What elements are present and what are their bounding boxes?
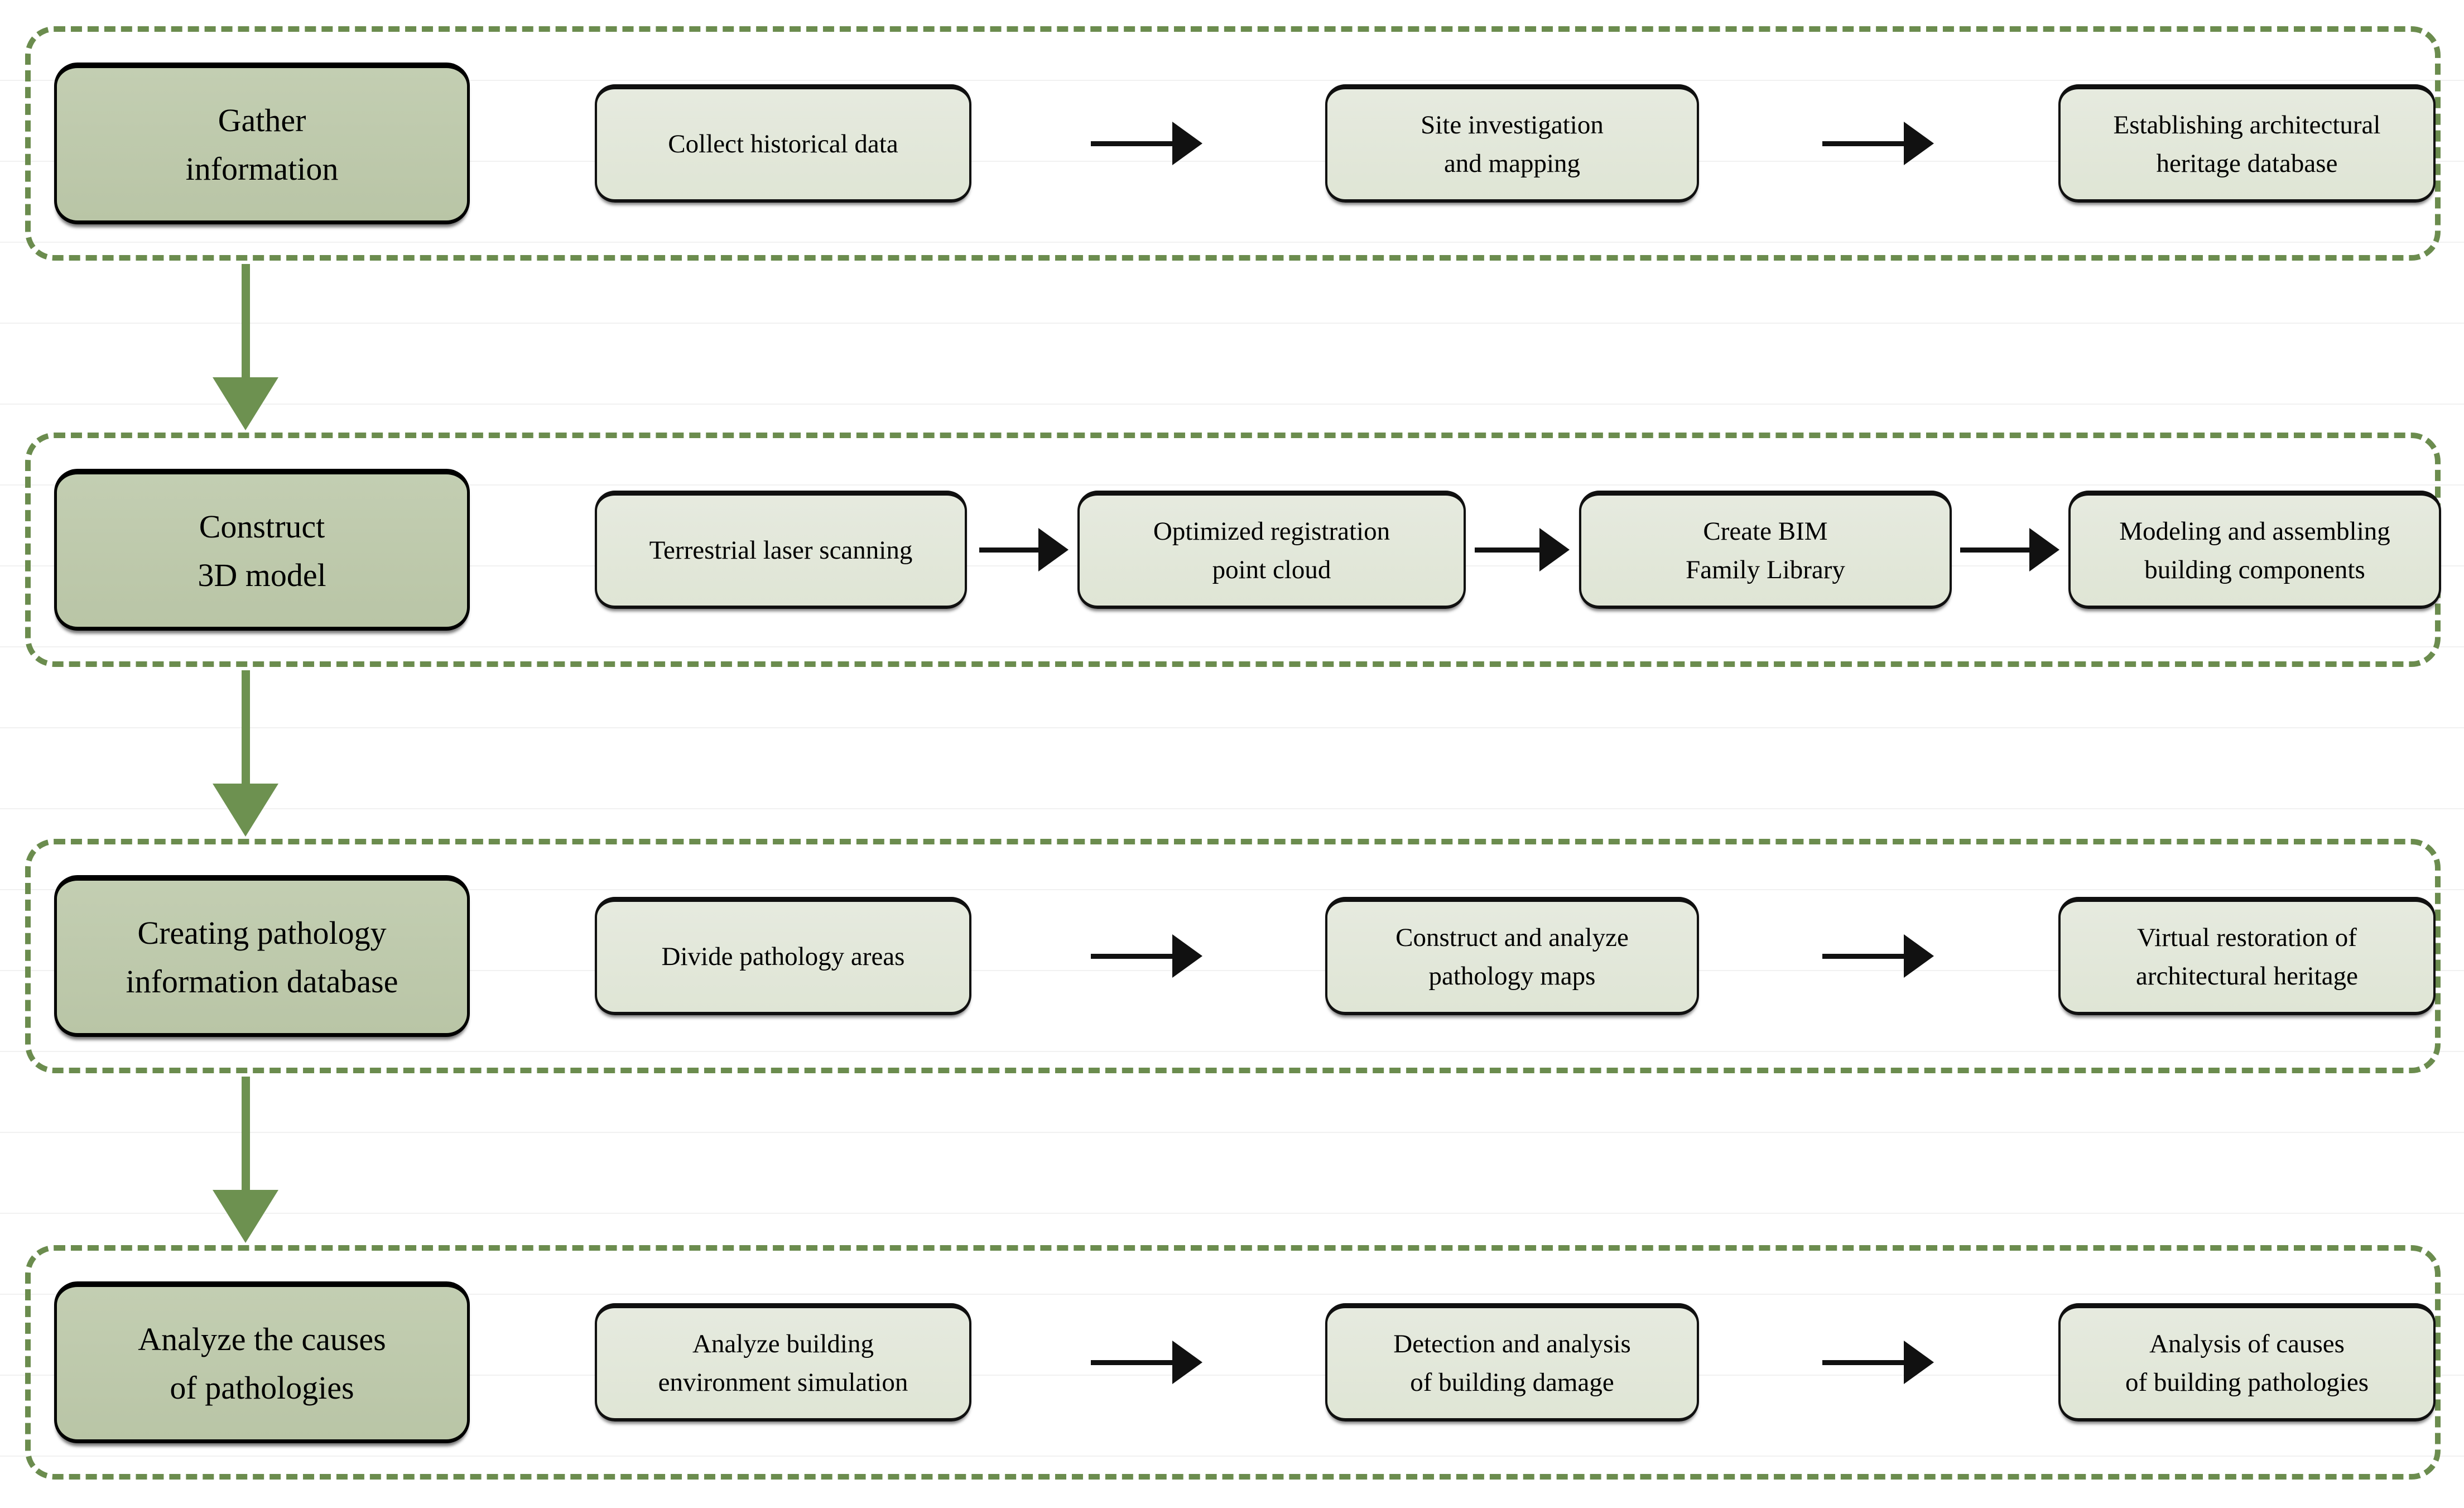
arrow-head — [1904, 934, 1934, 978]
arrow-head — [1904, 1341, 1934, 1384]
arrow-head — [1172, 934, 1202, 978]
arrow-right-icon — [1091, 1340, 1202, 1385]
arrow-shaft — [1475, 547, 1539, 553]
arrow-head — [2029, 528, 2059, 571]
step-box-site-investigation-mapping: Site investigation and mapping — [1325, 84, 1699, 203]
phase-band-pathology-database: Creating pathology information database … — [25, 839, 2441, 1073]
stage-box-gather-information: Gather information — [54, 63, 470, 224]
arrow-head — [213, 1190, 278, 1243]
arrow-down-icon — [213, 264, 278, 430]
arrow-shaft — [1960, 547, 2029, 553]
step-box-collect-historical-data: Collect historical data — [595, 84, 971, 203]
arrow-shaft — [241, 264, 250, 377]
arrow-right-icon — [1822, 1340, 1934, 1385]
arrow-shaft — [979, 547, 1038, 553]
arrow-right-icon — [979, 527, 1069, 572]
arrow-shaft — [1822, 953, 1904, 959]
arrow-shaft — [241, 1077, 250, 1190]
arrow-shaft — [241, 670, 250, 784]
step-box-detection-analysis-building-damage: Detection and analysis of building damag… — [1325, 1303, 1699, 1421]
arrow-right-icon — [1091, 934, 1202, 978]
arrow-right-icon — [1822, 121, 1934, 166]
step-box-analyze-building-environment-simulation: Analyze building environment simulation — [595, 1303, 971, 1421]
phase-band-analyze-causes: Analyze the causes of pathologies Analyz… — [25, 1245, 2441, 1480]
arrow-shaft — [1822, 141, 1904, 146]
arrow-shaft — [1091, 953, 1172, 959]
arrow-right-icon — [1822, 934, 1934, 978]
stage-box-analyze-causes-pathologies: Analyze the causes of pathologies — [54, 1281, 470, 1443]
stage-box-construct-3d-model: Construct 3D model — [54, 469, 470, 631]
arrow-down-icon — [213, 1077, 278, 1243]
arrow-head — [1904, 122, 1934, 165]
arrow-head — [1038, 528, 1069, 571]
arrow-shaft — [1091, 141, 1172, 146]
phase-band-gather-information: Gather information Collect historical da… — [25, 26, 2441, 261]
arrow-head — [1539, 528, 1570, 571]
step-box-virtual-restoration-heritage: Virtual restoration of architectural her… — [2058, 897, 2436, 1015]
phase-band-construct-3d-model: Construct 3D model Terrestrial laser sca… — [25, 433, 2441, 667]
arrow-right-icon — [1960, 527, 2059, 572]
step-box-optimized-registration-point-cloud: Optimized registration point cloud — [1077, 491, 1466, 609]
arrow-down-icon — [213, 670, 278, 837]
arrow-head — [213, 784, 278, 837]
step-box-modeling-assembling-components: Modeling and assembling building compone… — [2068, 491, 2441, 609]
arrow-right-icon — [1091, 121, 1202, 166]
arrow-head — [213, 377, 278, 430]
step-box-terrestrial-laser-scanning: Terrestrial laser scanning — [595, 491, 967, 609]
step-box-analysis-causes-building-pathologies: Analysis of causes of building pathologi… — [2058, 1303, 2436, 1421]
arrow-shaft — [1822, 1360, 1904, 1365]
arrow-right-icon — [1475, 527, 1570, 572]
arrow-shaft — [1091, 1360, 1172, 1365]
arrow-head — [1172, 122, 1202, 165]
arrow-head — [1172, 1341, 1202, 1384]
stage-box-creating-pathology-database: Creating pathology information database — [54, 875, 470, 1037]
step-box-divide-pathology-areas: Divide pathology areas — [595, 897, 971, 1015]
step-box-create-bim-family-library: Create BIM Family Library — [1579, 491, 1952, 609]
step-box-establishing-heritage-database: Establishing architectural heritage data… — [2058, 84, 2436, 203]
step-box-construct-analyze-pathology-maps: Construct and analyze pathology maps — [1325, 897, 1699, 1015]
